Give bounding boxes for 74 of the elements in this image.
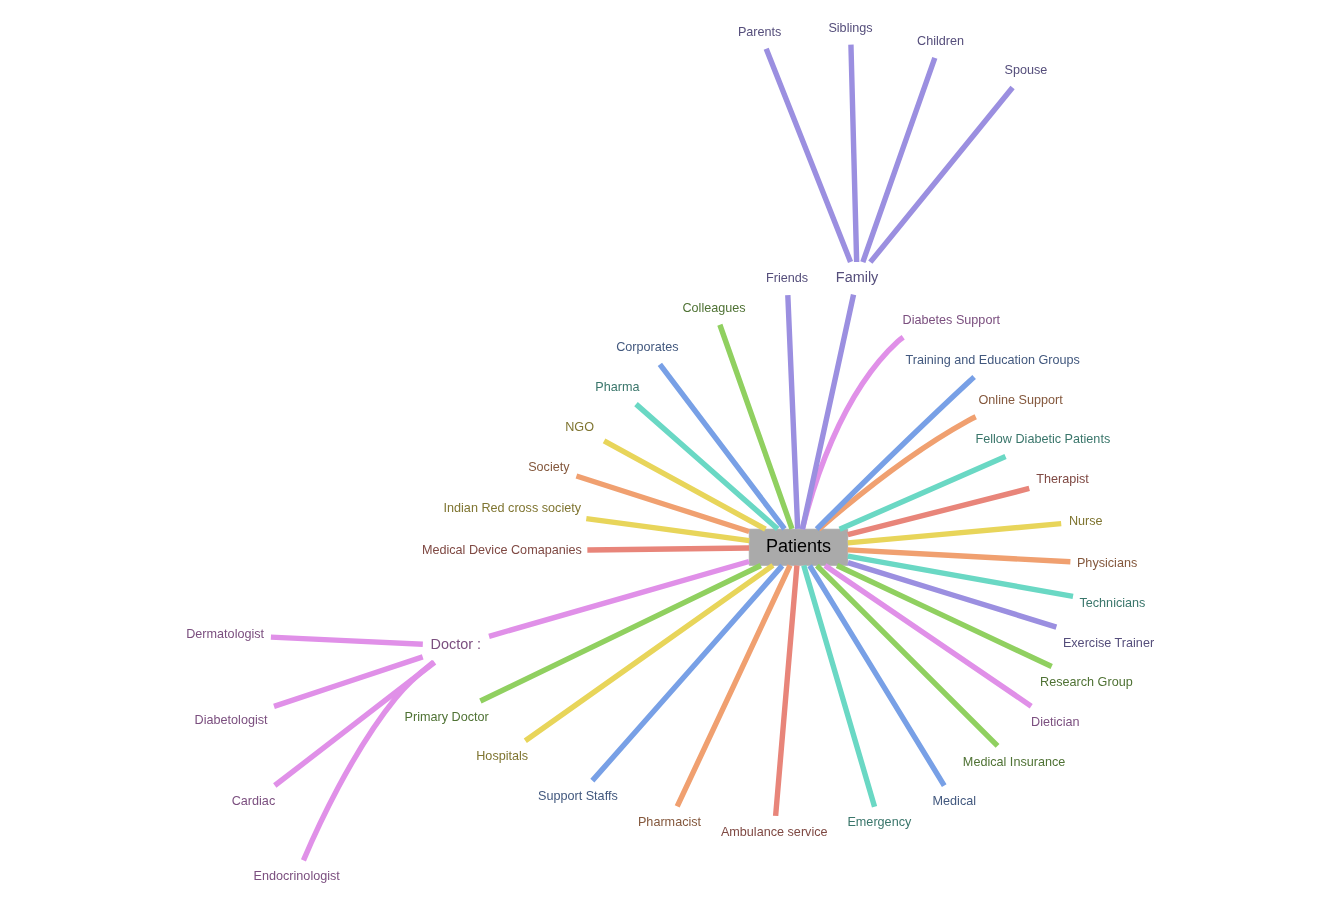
connector (657, 362, 787, 531)
node-text: Medical (932, 794, 977, 809)
node-text: Fellow Diabetic Patients (975, 432, 1111, 447)
node-text: Primary Doctor (404, 709, 489, 724)
node-text: Nurse (1068, 513, 1103, 528)
node-text: Pharmacist (637, 815, 702, 830)
node-text: Spouse (1004, 63, 1048, 78)
connector (717, 323, 795, 530)
node-text: Endocrinologist (253, 869, 340, 884)
connector (838, 454, 1007, 532)
connector (634, 402, 780, 532)
connector (273, 660, 437, 788)
connector (817, 414, 977, 532)
node-text: Training and Education Groups (905, 353, 1080, 368)
node-text: Colleagues (682, 300, 746, 315)
connector (814, 563, 1000, 748)
connector (300, 660, 436, 862)
node-text: Corporates (616, 340, 679, 355)
connector (847, 485, 1030, 538)
node-text: Medical Device Comapanies (421, 543, 582, 558)
node-text: Ambulance service (720, 824, 828, 839)
node-text: Medical Insurance (962, 754, 1066, 769)
node-text: Therapist (1036, 472, 1089, 487)
node-text: Online Support (978, 392, 1063, 407)
node-text: Diabetes Support (902, 313, 1001, 328)
node-text: NGO (565, 419, 595, 434)
connector (270, 634, 423, 647)
connector (488, 558, 750, 639)
node-text: Family (835, 268, 879, 285)
node-text: Cardiac (231, 794, 276, 809)
connector (847, 553, 1074, 600)
node-text: Hospitals (476, 749, 529, 764)
connector (772, 565, 800, 817)
connector (801, 564, 878, 808)
connector (847, 547, 1071, 565)
connector (585, 515, 750, 544)
node-text: Emergency (847, 815, 912, 830)
node-text: Doctor : (430, 636, 482, 653)
connector (823, 563, 1033, 709)
node-text: Society (528, 459, 570, 474)
node-text: Indian Red cross society (443, 500, 582, 515)
node-text: Dermatologist (186, 627, 265, 642)
node-text: Friends (766, 270, 809, 285)
connector (602, 438, 767, 532)
connector (848, 44, 860, 263)
connector (785, 295, 801, 529)
connector (799, 294, 857, 530)
node-text: Support Staffs (537, 789, 618, 804)
node-text: Pharma (595, 380, 640, 395)
node-text: Parents (737, 24, 782, 39)
connector (807, 564, 947, 787)
connector (835, 563, 1053, 669)
connector (587, 545, 750, 553)
connector (814, 375, 976, 531)
node-text: Dietician (1031, 714, 1080, 729)
connector (523, 563, 775, 743)
node-text: Research Group (1040, 675, 1133, 690)
connector (763, 47, 854, 263)
connector (273, 654, 424, 709)
connector (479, 563, 762, 704)
connector (847, 560, 1058, 630)
node-text: Exercise Trainer (1062, 635, 1155, 650)
node-text: Technicians (1079, 595, 1146, 610)
connector (847, 520, 1062, 546)
connector (674, 564, 793, 808)
node-text: Diabetologist (194, 713, 268, 728)
connector (868, 85, 1015, 264)
node-text: Children (917, 33, 965, 48)
node-box: Patients (748, 528, 849, 566)
connector (590, 563, 785, 783)
node-text: Siblings (828, 20, 873, 35)
connector (860, 56, 938, 264)
node-text: Physicians (1076, 556, 1138, 571)
connector (575, 473, 750, 535)
